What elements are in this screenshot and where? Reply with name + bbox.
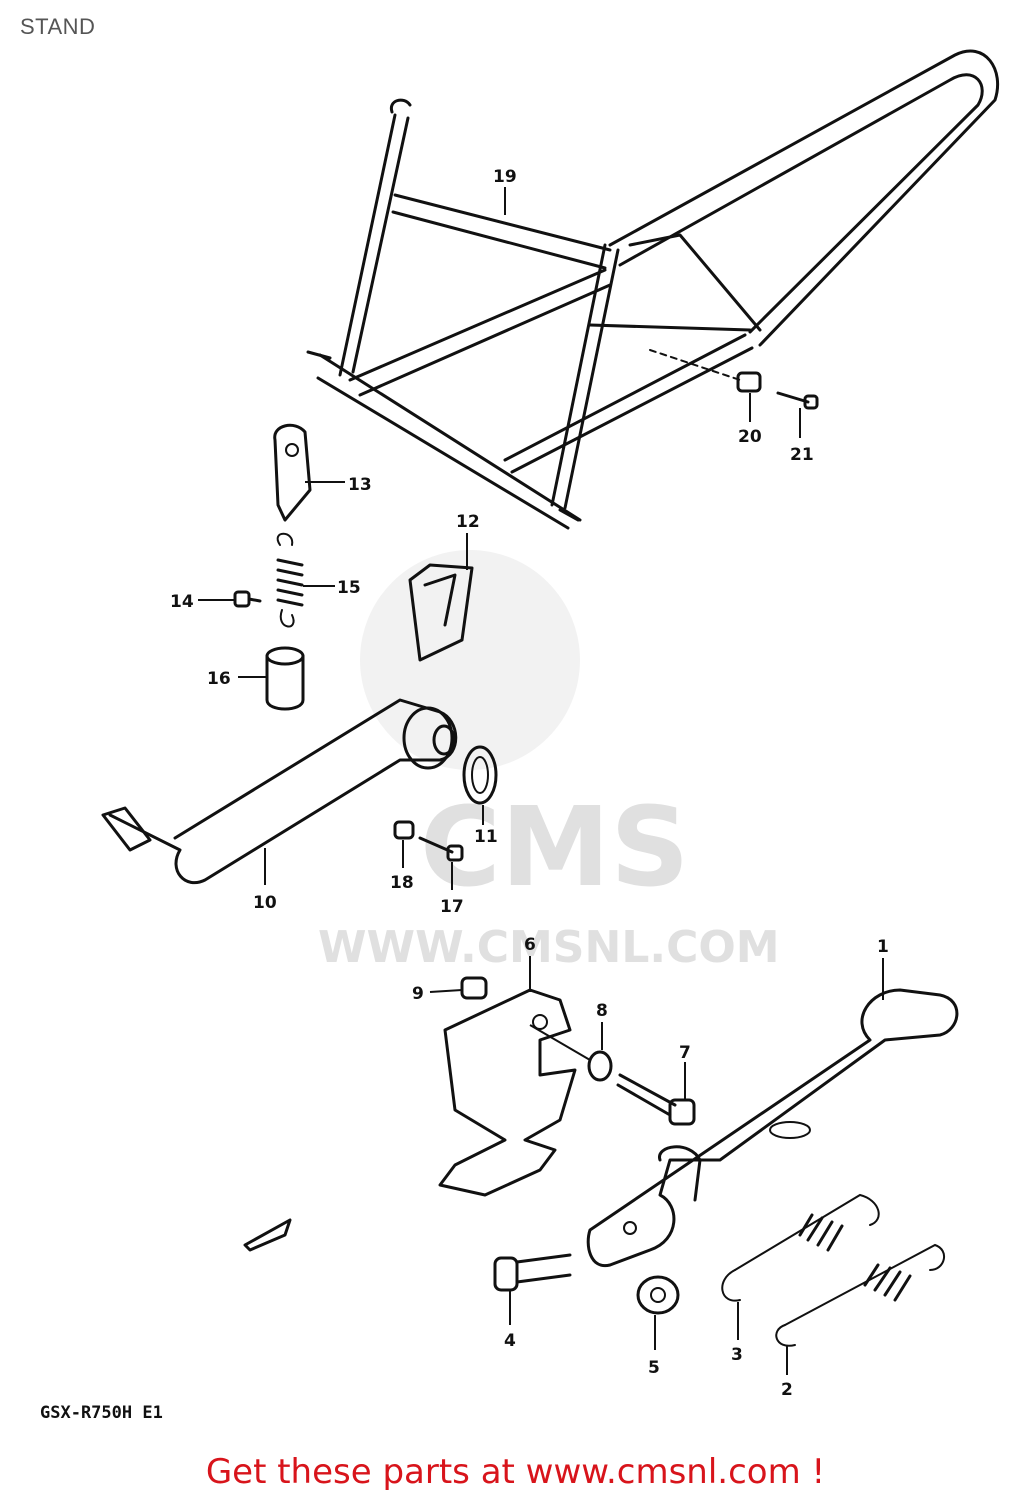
spring-3 — [721, 1193, 880, 1302]
label-1: 1 — [877, 937, 889, 957]
bolt-21 — [776, 391, 819, 410]
label-3: 3 — [731, 1345, 743, 1365]
bracket-6 — [438, 988, 577, 1197]
label-19: 19 — [493, 167, 517, 187]
label-8: 8 — [596, 1001, 608, 1021]
label-12: 12 — [456, 512, 480, 532]
bolt-4 — [493, 1253, 572, 1292]
label-15: 15 — [337, 578, 361, 598]
washer-11 — [462, 745, 498, 805]
spring-2 — [775, 1243, 945, 1347]
main-stand-frame — [306, 49, 1000, 530]
label-13: 13 — [348, 475, 372, 495]
watermark: CMS WWW.CMSNL.COM — [318, 550, 780, 973]
collar-16 — [265, 646, 305, 711]
front-arrow-icon — [243, 1218, 292, 1252]
label-20: 20 — [738, 427, 762, 447]
nut-18 — [393, 820, 415, 840]
label-11: 11 — [474, 827, 498, 847]
label-14: 14 — [170, 592, 194, 612]
spring-15 — [276, 532, 304, 628]
label-2: 2 — [781, 1380, 793, 1400]
page-title: STAND — [20, 14, 96, 39]
nut-9 — [460, 976, 488, 1000]
label-7: 7 — [679, 1043, 691, 1063]
watermark-brand: CMS — [420, 783, 689, 911]
side-stand-1 — [586, 988, 959, 1268]
footer-link[interactable]: Get these parts at www.cmsnl.com ! — [205, 1452, 826, 1492]
bracket-13 — [273, 423, 312, 522]
label-17: 17 — [440, 897, 464, 917]
label-4: 4 — [504, 1331, 516, 1351]
bolt-7 — [616, 1073, 696, 1126]
nut-20 — [736, 371, 762, 393]
label-6: 6 — [524, 935, 536, 955]
bolt-17 — [418, 836, 464, 862]
model-code: GSX-R750H E1 — [40, 1403, 163, 1423]
washer-8 — [587, 1050, 613, 1082]
label-21: 21 — [790, 445, 814, 465]
label-5: 5 — [648, 1358, 660, 1378]
label-9: 9 — [412, 984, 424, 1004]
label-18: 18 — [390, 873, 414, 893]
nut-5 — [636, 1275, 680, 1315]
label-16: 16 — [207, 669, 231, 689]
lever-10 — [101, 698, 458, 885]
watermark-site: WWW.CMSNL.COM — [318, 922, 780, 973]
clip-12 — [408, 563, 474, 662]
bolt-14 — [233, 590, 262, 608]
label-10: 10 — [253, 893, 277, 913]
